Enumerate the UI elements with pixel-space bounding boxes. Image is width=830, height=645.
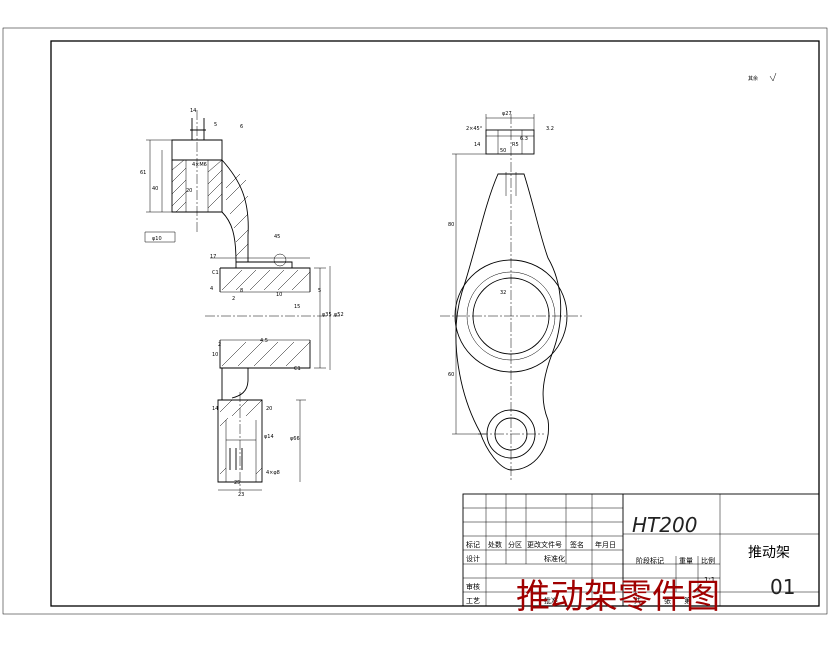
dimension-label: 17 <box>210 254 216 260</box>
outer-border <box>2 27 828 615</box>
dimension-label: 5 <box>318 288 321 294</box>
dimension-label: 1:1 <box>704 576 715 584</box>
dimension-label: 2 <box>232 296 235 302</box>
dimension-label: 32 <box>500 290 506 296</box>
dimension-label: φ10 <box>152 236 162 242</box>
dimension-label: φ14 <box>264 434 274 440</box>
section-view: 14 5 6 61 40 20 4×M6 45 17 2 8 15 10 4 5… <box>140 108 344 498</box>
dimension-label: 6.3 <box>520 136 528 142</box>
title-block: 标记 处数 分区 更改文件号 签名 年月日 设计 标准化 阶段标记 重量 比例 … <box>462 493 820 607</box>
inner-frame <box>50 40 820 607</box>
dimension-label: C1 <box>212 270 219 276</box>
dimension-label: 14 <box>190 108 196 114</box>
dimension-label: 6 <box>240 124 243 130</box>
dimension-label: 8 <box>240 288 243 294</box>
dimension-label: 4×M6 <box>192 162 207 168</box>
caption-overlay: 推动架零件图 <box>516 577 720 617</box>
part-name: 推动架 <box>748 545 790 561</box>
dimension-label: 80 <box>448 222 454 228</box>
dimension-label: 14 <box>474 142 480 148</box>
dimension-label: 第 <box>684 596 691 605</box>
dimension-label: 4 <box>210 286 213 292</box>
material-text: HT200 <box>632 513 697 537</box>
dimension-label: 23 <box>238 492 244 498</box>
dimension-label: 签名 <box>570 540 584 549</box>
drawing-number: 01 <box>770 575 795 599</box>
dimension-label: C1 <box>294 366 301 372</box>
dimension-label: 15 <box>294 304 300 310</box>
front-view: φ27 2×45° 14 R5 80 60 32 3.2 6.3 50 <box>440 111 584 482</box>
dimension-label: φ66 <box>290 436 300 442</box>
dimension-label: 共 <box>634 596 641 605</box>
dimension-label: 更改文件号 <box>527 540 562 549</box>
dimension-label: 比例 <box>701 556 715 565</box>
dimension-label: φ52 <box>334 312 344 318</box>
dimension-label: 处数 <box>488 540 502 549</box>
dimension-label: 工艺 <box>466 597 480 605</box>
dimension-label: 阶段标记 <box>636 556 664 565</box>
roughness-note: 其余 <box>748 72 777 82</box>
dimension-label: 40 <box>152 186 158 192</box>
dimension-label: 2 <box>218 342 221 348</box>
dimension-label: 标准化 <box>544 554 565 563</box>
dimension-label: 2×45° <box>466 126 483 132</box>
dimension-label: 10 <box>212 352 218 358</box>
dimension-label: 61 <box>140 170 146 176</box>
dimension-label: 25 <box>234 480 240 486</box>
dimension-label: 14 <box>212 406 218 412</box>
dimension-label: 设计 <box>466 554 480 563</box>
dimension-label: 分区 <box>508 540 522 549</box>
dimension-label: 标记 <box>466 540 480 549</box>
dimension-label: 审核 <box>466 582 480 591</box>
dimension-label: 45 <box>274 234 280 240</box>
dimension-label: 4.5 <box>260 338 268 344</box>
dimension-label: 5 <box>214 122 217 128</box>
dimension-label: 20 <box>186 188 192 194</box>
dimension-label: 重量 <box>679 557 693 565</box>
dimension-label: φ35 <box>322 312 332 318</box>
dimension-label: 批准 <box>544 596 558 605</box>
dimension-label: 10 <box>276 292 282 298</box>
dimension-label: 年月日 <box>595 540 616 549</box>
dimension-label: R5 <box>512 142 519 148</box>
dimension-label: 4×φ8 <box>266 470 280 476</box>
dimension-label: 3.2 <box>546 126 554 132</box>
dimension-label: 20 <box>266 406 272 412</box>
dimension-label: 张 <box>664 596 671 605</box>
dimension-label: 60 <box>448 372 454 378</box>
dimension-label: φ27 <box>502 111 512 117</box>
dimension-label: 50 <box>500 148 506 154</box>
dimension-label: 其余 <box>748 75 758 82</box>
